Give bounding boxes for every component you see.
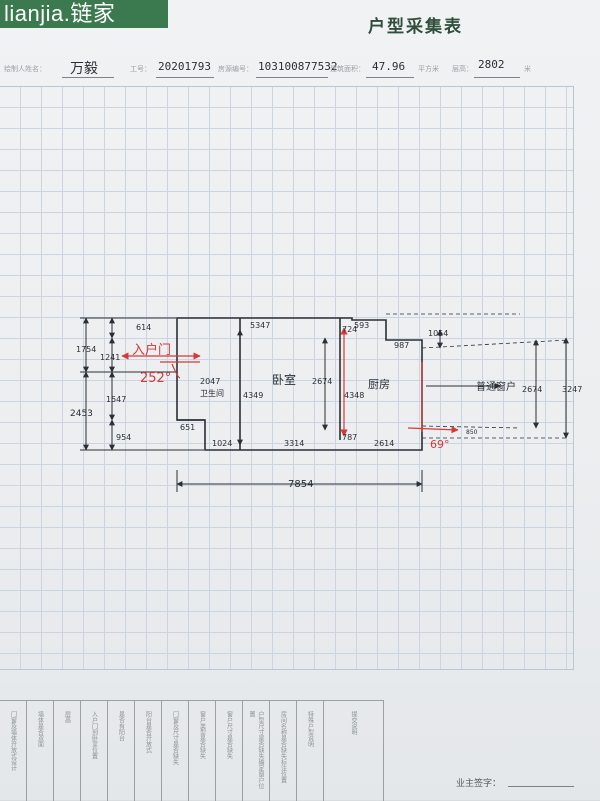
height-underline <box>474 77 520 78</box>
dim-right-total: 3247 <box>562 385 582 394</box>
dim-right-small: 850 <box>466 429 478 436</box>
dim-left-total-top: 1754 <box>76 345 96 354</box>
dim-kitchen-height: 4348 <box>344 391 364 400</box>
table-column-label: 阳台是否开放式 <box>144 711 152 753</box>
table-column-label: 门窗及尺寸是否缺失 <box>171 711 179 765</box>
brand-logo: lianjia.链家 <box>0 0 168 28</box>
staff-id-label: 工号： <box>130 65 151 73</box>
window-angle: 69° <box>430 438 450 451</box>
dim-kitchen-top-b: 593 <box>354 321 369 330</box>
red-annotations <box>121 327 459 437</box>
table-column: 墙体是否双面 <box>27 701 54 801</box>
dim-bath-notch: 651 <box>180 423 195 432</box>
room-kitchen: 厨房 <box>368 378 390 391</box>
table-column: 户型尺寸是否缺失确定窗户位置 <box>243 701 270 801</box>
table-column-label: 墙体是否双面 <box>36 711 44 747</box>
dim-right-window: 2674 <box>522 385 542 394</box>
staff-id-value: 20201793 <box>158 60 211 73</box>
area-value: 47.96 <box>372 60 406 73</box>
house-no-underline <box>256 77 328 78</box>
room-bedroom: 卧室 <box>272 372 296 387</box>
dim-kitchen-bottom-notch: 787 <box>342 433 357 442</box>
dim-left-c: 1547 <box>106 395 126 404</box>
document-title: 户型采集表 <box>368 17 463 37</box>
dim-bed-inner: 2674 <box>312 377 332 386</box>
table-column: 门窗及墙体开放式设计 <box>0 701 27 801</box>
interior-dims <box>237 329 569 446</box>
dim-bath-height: 4349 <box>243 391 263 400</box>
drawer-label: 绘制人姓名： <box>4 65 46 73</box>
height-unit: 米 <box>524 65 531 73</box>
table-column-label: 窗户尺寸是否缺失 <box>225 711 233 759</box>
table-column: 窗户类型是否缺失 <box>189 701 216 801</box>
area-unit: 平方米 <box>418 65 439 73</box>
height-label: 层高： <box>452 65 473 73</box>
room-bathroom: 卫生间 <box>200 388 224 398</box>
dim-kitchen-step: 987 <box>394 341 409 350</box>
room-window: 普通窗户 <box>476 380 516 393</box>
dim-left-total-bottom: 2453 <box>70 409 93 419</box>
extension-lines <box>386 313 569 439</box>
table-column-label: 是否有阳台 <box>117 711 125 741</box>
table-column-label: 户型尺寸是否缺失确定窗户位置 <box>248 711 264 789</box>
dim-bath-bottom: 1024 <box>212 439 232 448</box>
overall-dim <box>176 470 423 492</box>
drawing-grid <box>0 86 574 670</box>
table-column: 提交说明 <box>324 701 384 801</box>
staff-id-underline <box>156 77 214 78</box>
table-column: 房间名称是否缺失标注位置 <box>270 701 297 801</box>
owner-signature-field[interactable] <box>508 786 574 787</box>
table-column: 阳台是否开放式 <box>135 701 162 801</box>
table-column-label: 层高 <box>63 711 71 723</box>
left-dims <box>80 317 204 451</box>
drawer-underline <box>62 77 114 78</box>
dim-bed-bottom: 3314 <box>284 439 304 448</box>
dim-top-wall: 5347 <box>250 321 270 330</box>
owner-signature-label: 业主签字： <box>456 779 502 789</box>
height-value: 2802 <box>478 58 505 71</box>
table-column-label: 窗户类型是否缺失 <box>198 711 206 759</box>
dim-bath-width: 2047 <box>200 377 220 386</box>
table-column: 门窗及尺寸是否缺失 <box>162 701 189 801</box>
room-entry: 入户门 <box>132 342 171 358</box>
house-no-label: 房源编号： <box>218 65 253 73</box>
dim-kitchen-top-a: 724 <box>342 325 357 334</box>
table-column: 窗户尺寸是否缺失 <box>216 701 243 801</box>
dim-right-top: 1054 <box>428 329 448 338</box>
drawer-value: 万毅 <box>70 61 98 77</box>
table-column: 特殊户型说明 <box>297 701 324 801</box>
table-column-label: 提交说明 <box>350 711 357 735</box>
dim-overall-width: 7854 <box>288 479 313 490</box>
area-label: 建筑面积： <box>330 65 365 73</box>
table-column: 层高 <box>54 701 81 801</box>
table-column-label: 特殊户型说明 <box>306 711 314 747</box>
dim-left-d: 954 <box>116 433 131 442</box>
house-no-value: 103100877532 <box>258 60 338 73</box>
table-column-label: 门窗及墙体开放式设计 <box>9 711 17 771</box>
table-column-label: 房间名称是否缺失标注位置 <box>279 711 287 783</box>
entry-angle: 252° <box>140 371 171 386</box>
table-column: 入户门到卧室位置 <box>81 701 108 801</box>
checklist-table: 门窗及墙体开放式设计 墙体是否双面 层高 入户门到卧室位置 是否有阳台 阳台是否… <box>0 700 384 801</box>
table-column: 是否有阳台 <box>108 701 135 801</box>
area-underline <box>366 77 414 78</box>
dim-left-a: 614 <box>136 323 151 332</box>
dim-kitchen-bottom: 2614 <box>374 439 394 448</box>
table-column-label: 入户门到卧室位置 <box>90 711 98 759</box>
dim-left-b: 1241 <box>100 353 120 362</box>
